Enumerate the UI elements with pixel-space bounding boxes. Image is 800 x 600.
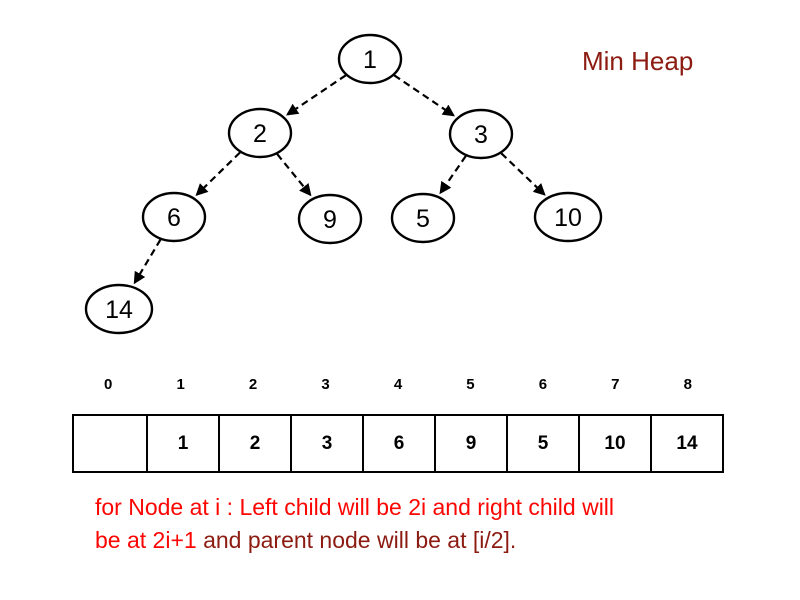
tree-node-value: 10 (554, 204, 582, 232)
array-index-label: 1 (176, 376, 185, 393)
tree-edge-6-14 (133, 239, 162, 285)
tree-node-circle (390, 192, 456, 244)
tree-node-value: 5 (416, 205, 430, 233)
tree-edge-3-10 (500, 152, 546, 196)
array-cell: 5 (506, 416, 578, 471)
array-cell: 14 (650, 416, 722, 471)
tree-node-value: 6 (167, 204, 181, 232)
tree-node-circle (297, 193, 363, 245)
tree-nodes-layer: 1 2 3 6 9 5 10 14 (84, 33, 603, 335)
tree-node-circle (141, 191, 207, 243)
note-segment: be at 2i+1 (95, 527, 204, 553)
tree-edge-3-5 (439, 155, 467, 195)
tree-edge-1-3 (393, 74, 456, 117)
array-cell: 2 (218, 416, 290, 471)
tree-node-5: 5 (390, 192, 456, 244)
tree-edge-1-2 (285, 74, 347, 116)
tree-node-value: 3 (474, 121, 488, 149)
array-cell: 9 (434, 416, 506, 471)
tree-node-9: 9 (297, 193, 363, 245)
array-cell: 3 (290, 416, 362, 471)
array-index-label: 0 (104, 376, 113, 393)
tree-node-circle (448, 108, 514, 160)
tree-node-circle (337, 33, 403, 85)
array-index-label: 5 (466, 376, 475, 393)
array-index-label: 3 (321, 376, 330, 393)
array-cell (74, 416, 146, 471)
min-heap-tree: 1 2 3 6 9 5 10 14 (84, 33, 603, 335)
tree-node-circle (84, 283, 154, 335)
array-index-label: 2 (248, 376, 258, 393)
array-index-label: 7 (611, 376, 620, 393)
note-line-1: for Node at i : Left child will be 2i an… (95, 491, 755, 524)
tree-node-value: 9 (323, 206, 337, 234)
tree-node-2: 2 (227, 107, 293, 159)
array-cell: 1 (146, 416, 218, 471)
tree-edges-layer (133, 74, 546, 285)
array-cell: 6 (362, 416, 434, 471)
array-cell: 10 (578, 416, 650, 471)
tree-node-value: 14 (105, 296, 133, 324)
note-segment: for Node at i : Left child will be 2i an… (95, 494, 615, 520)
min-heap-title: Min Heap (582, 46, 694, 76)
note-line-2: be at 2i+1 and parent node will be at [i… (95, 524, 755, 557)
tree-edge-2-9 (276, 153, 312, 197)
array-index-label: 8 (683, 376, 692, 393)
tree-node-circle (533, 191, 603, 243)
tree-node-10: 10 (533, 191, 603, 243)
tree-node-circle (227, 107, 293, 159)
array-index-label: 4 (393, 376, 403, 393)
array-index-label: 6 (538, 376, 548, 393)
tree-node-6: 6 (141, 191, 207, 243)
array-index-row: 0 1 2 3 4 5 6 7 8 (72, 374, 724, 396)
tree-node-value: 1 (363, 46, 377, 74)
tree-edge-2-6 (195, 151, 241, 196)
tree-node-14: 14 (84, 283, 154, 335)
formula-note: for Node at i : Left child will be 2i an… (95, 491, 755, 557)
tree-node-3: 3 (448, 108, 514, 160)
tree-node-1: 1 (337, 33, 403, 85)
tree-node-value: 2 (253, 120, 267, 148)
note-segment: and parent node will be at [i/2]. (203, 527, 517, 553)
